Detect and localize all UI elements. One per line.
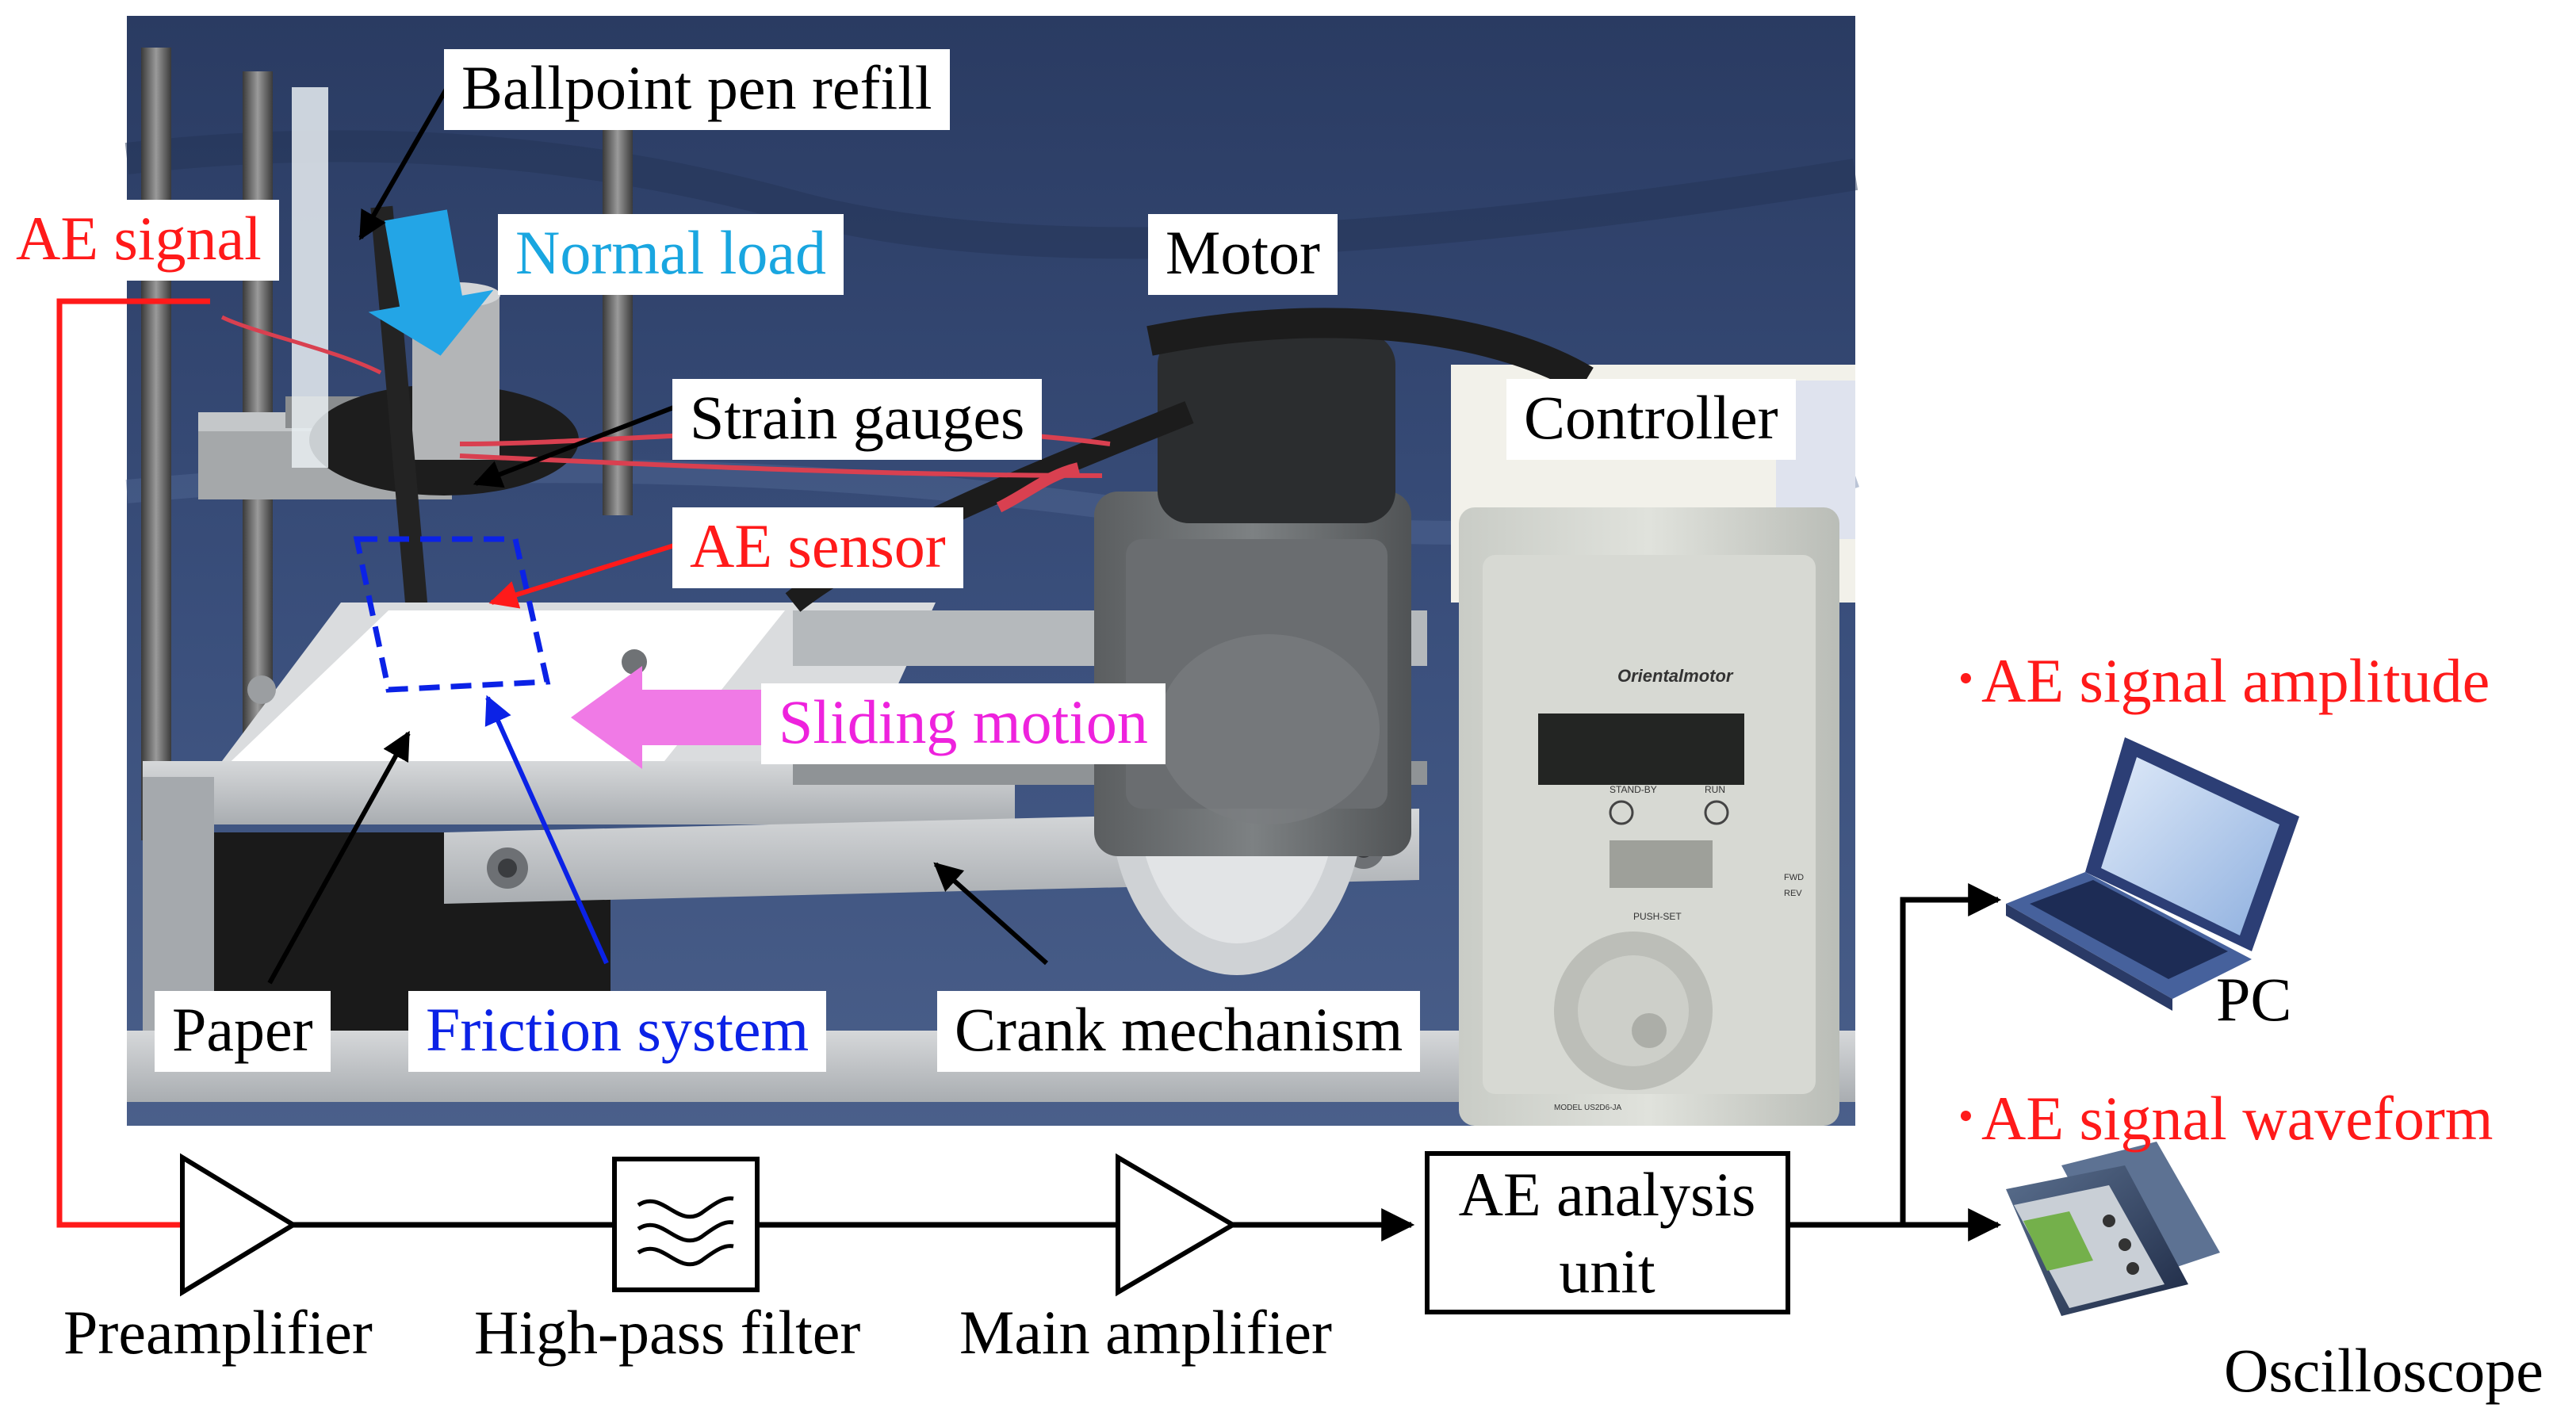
controller-display — [1538, 714, 1744, 785]
rev-label: REV — [1784, 889, 1802, 898]
label-ae-sensor: AE sensor — [672, 507, 963, 588]
oscilloscope-icon — [2006, 1142, 2220, 1316]
label-analysis-unit-line2: unit — [1559, 1237, 1655, 1306]
friction-region-box — [353, 536, 551, 693]
guide-rod-left — [141, 48, 171, 840]
ae-analysis-unit-box — [1425, 1151, 1790, 1314]
ae-sensor-pointer — [488, 541, 683, 609]
label-motor: Motor — [1148, 214, 1338, 295]
filter-wave-3 — [637, 1244, 734, 1267]
paper-pointer — [267, 730, 411, 985]
controller-brand: Orientalmotor — [1617, 666, 1734, 686]
ae-signal-wire — [56, 298, 210, 1228]
apparatus-photo: Orientalmotor STAND-BY RUN PUSH-SET FWD … — [124, 16, 1859, 1126]
model-label: MODEL US2D6-JA — [1554, 1104, 1622, 1112]
signal-chain — [180, 737, 2299, 1316]
fwd-label: FWD — [1784, 873, 1804, 882]
high-pass-filter-symbol — [612, 1157, 760, 1292]
label-friction-system: Friction system — [408, 991, 827, 1072]
label-controller: Controller — [1506, 379, 1796, 460]
label-analysis-unit-line1: AE analysis — [1458, 1160, 1756, 1229]
label-high-pass-filter: High-pass filter — [474, 1298, 861, 1367]
label-pc: PC — [2216, 965, 2292, 1034]
label-ae-signal-waveform: ･AE signal waveform — [1950, 1084, 2494, 1153]
pen-refill-tube — [292, 87, 328, 468]
run-button — [1704, 800, 1729, 825]
ballpoint-pointer — [358, 78, 454, 241]
filter-wave-1 — [637, 1196, 734, 1219]
label-normal-load: Normal load — [498, 214, 844, 295]
guide-rod-right — [603, 103, 633, 515]
push-set-label: PUSH-SET — [1633, 911, 1682, 922]
label-ae-signal-amplitude: ･AE signal amplitude — [1950, 646, 2490, 715]
label-preamplifier: Preamplifier — [63, 1298, 373, 1367]
pc-icon — [2006, 737, 2299, 1011]
label-crank-mechanism: Crank mechanism — [937, 991, 1421, 1072]
standby-button — [1609, 800, 1634, 825]
label-ballpoint-pen-refill: Ballpoint pen refill — [444, 49, 950, 130]
run-label: RUN — [1705, 784, 1725, 795]
wire-unit-to-pc — [1788, 883, 2002, 1228]
main-amplifier-symbol — [1116, 1153, 1238, 1297]
label-sliding-motion: Sliding motion — [761, 683, 1166, 764]
label-paper: Paper — [155, 991, 331, 1072]
standby-label: STAND-BY — [1610, 784, 1657, 795]
label-main-amplifier: Main amplifier — [959, 1298, 1333, 1367]
sliding-motion-arrow — [571, 666, 761, 769]
friction-system-pointer — [484, 694, 609, 965]
preamplifier-symbol — [180, 1153, 298, 1297]
label-oscilloscope: Oscilloscope — [2224, 1336, 2543, 1405]
label-strain-gauges: Strain gauges — [672, 379, 1043, 460]
crank-pointer — [933, 862, 1048, 966]
label-ae-signal: AE signal — [0, 200, 279, 281]
strain-gauges-pointer — [473, 402, 683, 488]
filter-wave-2 — [637, 1220, 734, 1243]
normal-load-arrow — [368, 209, 494, 356]
